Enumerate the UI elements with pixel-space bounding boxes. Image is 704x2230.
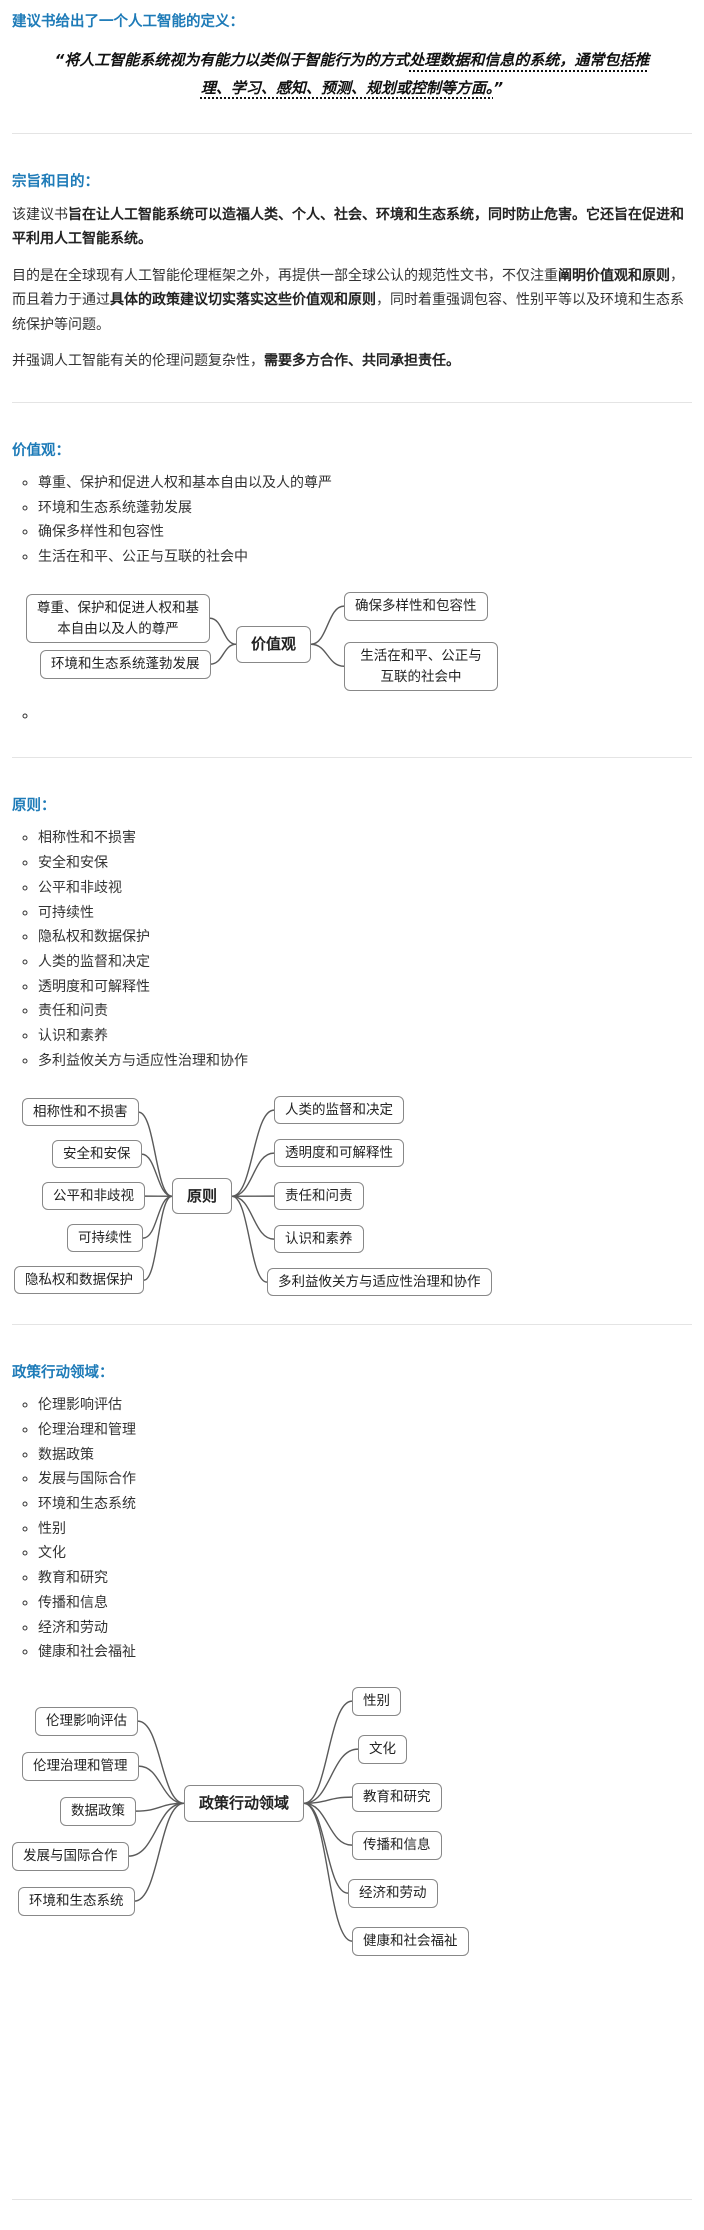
quote-close-mark: ” (493, 78, 504, 97)
quote-text-run: 将人工智能系统视为有能力以类似于智能行为的方式 (64, 51, 410, 69)
definition-heading: 建议书给出了一个人工智能的定义： (12, 14, 244, 30)
list-item: 安全和安保 (38, 852, 692, 877)
mindmap-node: 尊重、保护和促进人权和基本自由以及人的尊严 (26, 594, 210, 643)
values-trailing-list (12, 704, 692, 729)
section-divider (12, 2199, 692, 2200)
text-run: ，而且着力于通过 (12, 267, 684, 309)
list-item: 人类的监督和决定 (38, 950, 692, 975)
list-item: 经济和劳动 (38, 1616, 692, 1641)
list-item: 传播和信息 (38, 1591, 692, 1616)
mindmap-node: 经济和劳动 (348, 1879, 438, 1908)
purpose-paragraph-2: 目的是在全球现有人工智能伦理框架之外，再提供一部全球公认的规范性文书，不仅注重阐… (12, 264, 692, 338)
policy-list: 伦理影响评估 伦理治理和管理 数据政策 发展与国际合作 环境和生态系统 性别 文… (12, 1394, 692, 1666)
text-run: 该建议书 (12, 206, 68, 223)
list-item: 环境和生态系统蓬勃发展 (38, 496, 692, 521)
quote-emphasized-run: 处理数据和信息的系统，通常包括推理、学习、感知、预测、规划或控制等方面。 (200, 51, 650, 97)
mindmap-node: 发展与国际合作 (12, 1842, 129, 1871)
list-item: 生活在和平、公正与互联的社会中 (38, 546, 692, 571)
section-divider (12, 132, 692, 134)
principles-heading: 原则： (12, 797, 56, 814)
mindmap-center-node: 价值观 (236, 626, 312, 663)
quote-open-mark: “ (54, 51, 65, 69)
list-item: 可持续性 (38, 901, 692, 926)
mindmap-node: 相称性和不损害 (22, 1097, 139, 1127)
text-run-bold: 具体的政策建议切实落实这些价值观和原则 (110, 292, 376, 308)
list-item: 隐私权和数据保护 (38, 926, 692, 951)
text-run: 目的是在全球现有人工智能伦理框架之外，再提供一部全球公认的规范性文书，不仅注重 (12, 267, 558, 284)
definition-quote: “将人工智能系统视为有能力以类似于智能行为的方式处理数据和信息的系统，通常包括推… (40, 47, 664, 103)
list-item: 确保多样性和包容性 (38, 521, 692, 546)
text-run-bold: 阐明价值观和原则 (558, 267, 670, 284)
mindmap-node: 伦理影响评估 (35, 1707, 138, 1736)
list-item: 发展与国际合作 (38, 1468, 692, 1493)
mindmap-node: 可持续性 (67, 1223, 143, 1253)
mindmap-node: 人类的监督和决定 (274, 1095, 404, 1125)
bottom-whitespace (12, 1963, 692, 2179)
mindmap-node: 隐私权和数据保护 (14, 1265, 144, 1295)
principles-list: 相称性和不损害 安全和安保 公平和非歧视 可持续性 隐私权和数据保护 人类的监督… (12, 827, 692, 1074)
mindmap-node: 多利益攸关方与适应性治理和协作 (267, 1267, 492, 1297)
list-item: 性别 (38, 1517, 692, 1542)
mindmap-node: 生活在和平、公正与互联的社会中 (344, 642, 498, 691)
list-item: 认识和素养 (38, 1024, 692, 1049)
purpose-heading: 宗旨和目的： (12, 173, 99, 190)
purpose-paragraph-1: 该建议书旨在让人工智能系统可以造福人类、个人、社会、环境和生态系统，同时防止危害… (12, 203, 692, 252)
text-run-bold: 需要多方合作、共同承担责任。 (264, 353, 460, 369)
list-item: 文化 (38, 1542, 692, 1567)
mindmap-center-node: 原则 (172, 1177, 233, 1215)
list-item: 环境和生态系统 (38, 1493, 692, 1518)
mindmap-node: 教育和研究 (352, 1783, 442, 1812)
values-mindmap: 尊重、保护和促进人权和基本自由以及人的尊严 环境和生态系统蓬勃发展 价值观 确保… (12, 592, 692, 694)
mindmap-node: 安全和安保 (52, 1139, 142, 1169)
list-item: 相称性和不损害 (38, 827, 692, 852)
mindmap-node: 数据政策 (60, 1797, 136, 1826)
mindmap-node: 伦理治理和管理 (22, 1752, 139, 1781)
text-run-bold: 旨在让人工智能系统可以造福人类、个人、社会、环境和生态系统，同时防止危害。它还旨… (12, 206, 684, 248)
section-divider (12, 1323, 692, 1325)
list-item: 数据政策 (38, 1443, 692, 1468)
values-list: 尊重、保护和促进人权和基本自由以及人的尊严 环境和生态系统蓬勃发展 确保多样性和… (12, 472, 692, 571)
mindmap-center-node: 政策行动领域 (184, 1785, 305, 1822)
principles-mindmap: 相称性和不损害 安全和安保 公平和非歧视 可持续性 隐私权和数据保护 原则 人类… (12, 1095, 692, 1298)
mindmap-node: 健康和社会福祉 (352, 1927, 469, 1956)
mindmap-node: 文化 (358, 1735, 407, 1764)
list-item: 透明度和可解释性 (38, 975, 692, 1000)
list-item: 伦理影响评估 (38, 1394, 692, 1419)
mindmap-node: 确保多样性和包容性 (344, 592, 488, 621)
policy-mindmap: 伦理影响评估 伦理治理和管理 数据政策 发展与国际合作 环境和生态系统 政策行动… (12, 1687, 692, 1957)
mindmap-node: 公平和非歧视 (42, 1181, 145, 1211)
mindmap-node: 传播和信息 (352, 1831, 442, 1860)
list-item: 伦理治理和管理 (38, 1419, 692, 1444)
policy-heading: 政策行动领域： (12, 1364, 114, 1381)
mindmap-node: 环境和生态系统蓬勃发展 (40, 650, 211, 679)
text-run: ，同时着重强调包容、性别平等以及环境和生态系统保护等问题。 (12, 292, 684, 333)
values-heading: 价值观： (12, 442, 70, 459)
list-item: 多利益攸关方与适应性治理和协作 (38, 1049, 692, 1074)
text-run: 并强调人工智能有关的伦理问题复杂性， (12, 353, 264, 369)
list-item: 公平和非歧视 (38, 876, 692, 901)
mindmap-node: 性别 (352, 1687, 401, 1716)
list-item: 责任和问责 (38, 1000, 692, 1025)
mindmap-node: 责任和问责 (274, 1181, 364, 1211)
section-divider (12, 756, 692, 758)
section-divider (12, 401, 692, 403)
mindmap-node: 透明度和可解释性 (274, 1138, 404, 1168)
list-item: 教育和研究 (38, 1567, 692, 1592)
list-item: 健康和社会福祉 (38, 1641, 692, 1666)
list-item: 尊重、保护和促进人权和基本自由以及人的尊严 (38, 472, 692, 497)
mindmap-node: 认识和素养 (274, 1224, 364, 1254)
empty-list-item (38, 704, 692, 729)
mindmap-node: 环境和生态系统 (18, 1887, 135, 1916)
purpose-paragraph-3: 并强调人工智能有关的伦理问题复杂性，需要多方合作、共同承担责任。 (12, 349, 692, 374)
